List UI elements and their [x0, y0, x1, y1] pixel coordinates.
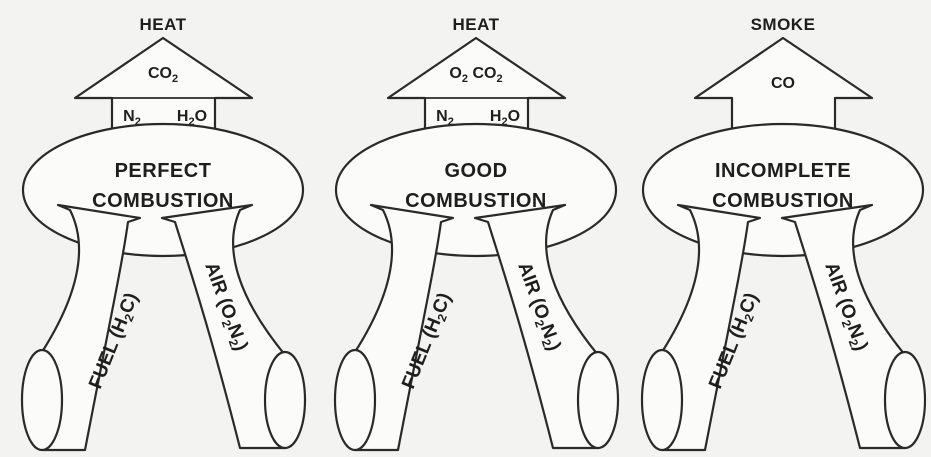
fuel-pipe-opening — [22, 350, 62, 450]
center-line-1: PERFECT — [115, 160, 212, 182]
output-arrow — [388, 38, 565, 132]
fuel-pipe-opening — [335, 350, 375, 450]
air-pipe-opening — [578, 352, 618, 448]
center-line-1: GOOD — [444, 160, 507, 182]
fuel-pipe-opening — [642, 350, 682, 450]
top-label: HEAT — [452, 15, 499, 34]
panel-perfect-combustion: HEAT CO2 N2 H2O PERFECT COMBUSTION FUEL … — [22, 15, 305, 450]
panel-incomplete-combustion: SMOKE CO INCOMPLETE COMBUSTION FUEL (H2C… — [642, 15, 925, 450]
center-line-2: COMBUSTION — [92, 190, 234, 212]
air-pipe-opening — [885, 352, 925, 448]
product-top: CO — [771, 75, 795, 92]
top-label: SMOKE — [751, 15, 816, 34]
output-arrow — [75, 38, 252, 132]
air-pipe-opening — [265, 352, 305, 448]
center-line-1: INCOMPLETE — [715, 160, 851, 182]
center-line-2: COMBUSTION — [405, 190, 547, 212]
center-line-2: COMBUSTION — [712, 190, 854, 212]
panel-good-combustion: HEAT O2 CO2 N2 H2O GOOD COMBUSTION FUEL … — [335, 15, 618, 450]
top-label: HEAT — [139, 15, 186, 34]
